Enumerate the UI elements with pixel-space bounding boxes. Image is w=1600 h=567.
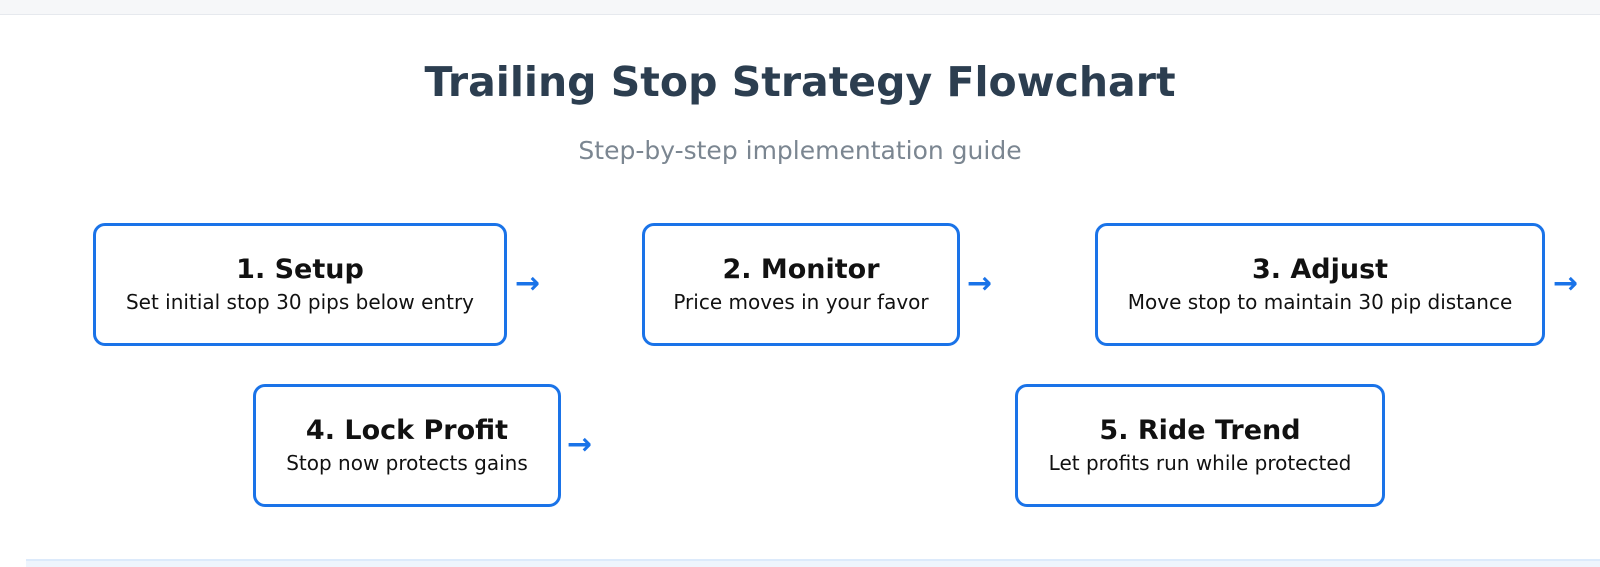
step-box-setup: 1. Setup Set initial stop 30 pips below … [93,223,507,346]
step-box-ride-trend: 5. Ride Trend Let profits run while prot… [1015,384,1385,507]
step-title: 5. Ride Trend [1099,414,1301,446]
page-subtitle: Step-by-step implementation guide [578,136,1022,165]
step-description: Price moves in your favor [673,289,929,314]
step-title: 4. Lock Profit [305,414,509,446]
step-box-monitor: 2. Monitor Price moves in your favor [642,223,960,346]
bottom-panel-edge [26,559,1600,567]
step-description: Let profits run while protected [1048,450,1352,475]
step-description: Stop now protects gains [286,450,528,475]
step-box-lock-profit: 4. Lock Profit Stop now protects gains [253,384,561,507]
step-title: 3. Adjust [1251,253,1389,285]
step-title: 2. Monitor [722,253,880,285]
step-description: Move stop to maintain 30 pip distance [1127,289,1513,314]
arrow-right-icon: → [515,266,541,301]
step-description: Set initial stop 30 pips below entry [125,289,475,314]
arrow-right-icon: → [567,427,593,462]
step-title: 1. Setup [236,253,364,285]
arrow-right-icon: → [1553,266,1579,301]
page-title: Trailing Stop Strategy Flowchart [424,58,1176,106]
top-strip [0,0,1600,15]
step-box-adjust: 3. Adjust Move stop to maintain 30 pip d… [1095,223,1545,346]
arrow-right-icon: → [967,266,993,301]
